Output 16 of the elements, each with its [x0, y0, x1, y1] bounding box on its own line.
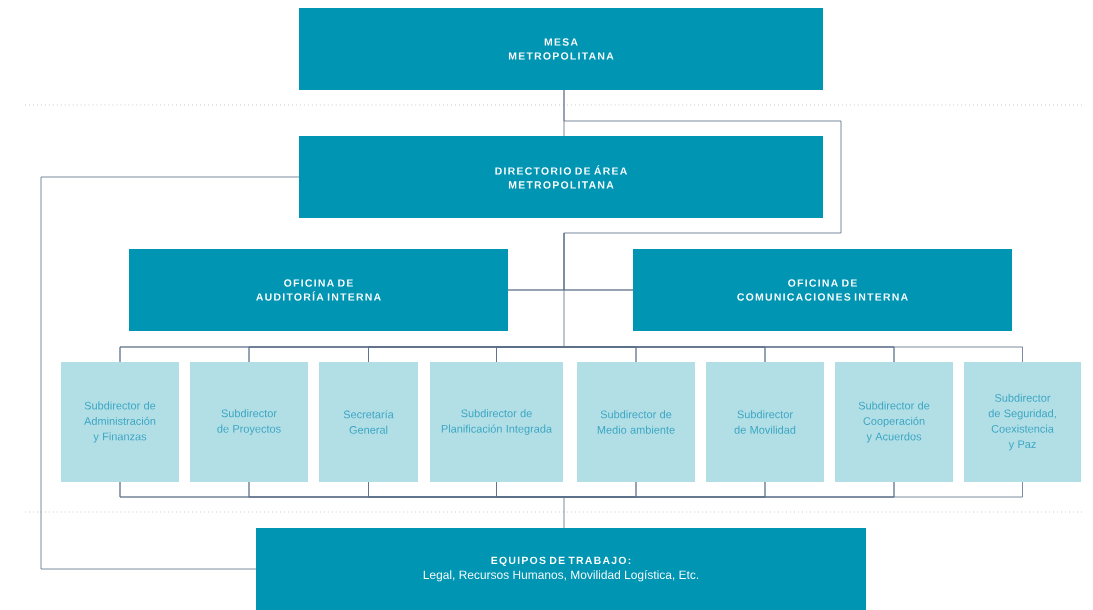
org-box: DIRECTORIO DE ÁREA METROPOLITANA [299, 136, 823, 218]
department-box: Subdirector de Movilidad [706, 362, 824, 482]
org-box: OFICINA DE COMUNICACIONES INTERNA [633, 249, 1012, 331]
department-box: Subdirector de Administración y Finanzas [61, 362, 179, 482]
connector-line [119, 481, 1023, 529]
department-box: Secretaría General [319, 362, 418, 482]
department-box: Subdirector de Seguridad, Coexistencia y Paz [964, 362, 1081, 482]
department-box: Subdirector de Proyectos [190, 362, 308, 482]
department-box: Subdirector de Medio ambiente [577, 362, 695, 482]
connector-line [40, 176, 300, 570]
org-box: EQUIPOS DE TRABAJO: Legal, Recursos Humanos, Movilidad Logística, Etc. [256, 528, 866, 610]
org-box: MESA METROPOLITANA [299, 8, 823, 90]
department-box: Subdirector de Planificación Integrada [430, 362, 563, 482]
department-box: Subdirector de Cooperación y Acuerdos [835, 362, 953, 482]
connector-line [119, 89, 1023, 363]
org-box: OFICINA DE AUDITORÍA INTERNA [129, 249, 508, 331]
